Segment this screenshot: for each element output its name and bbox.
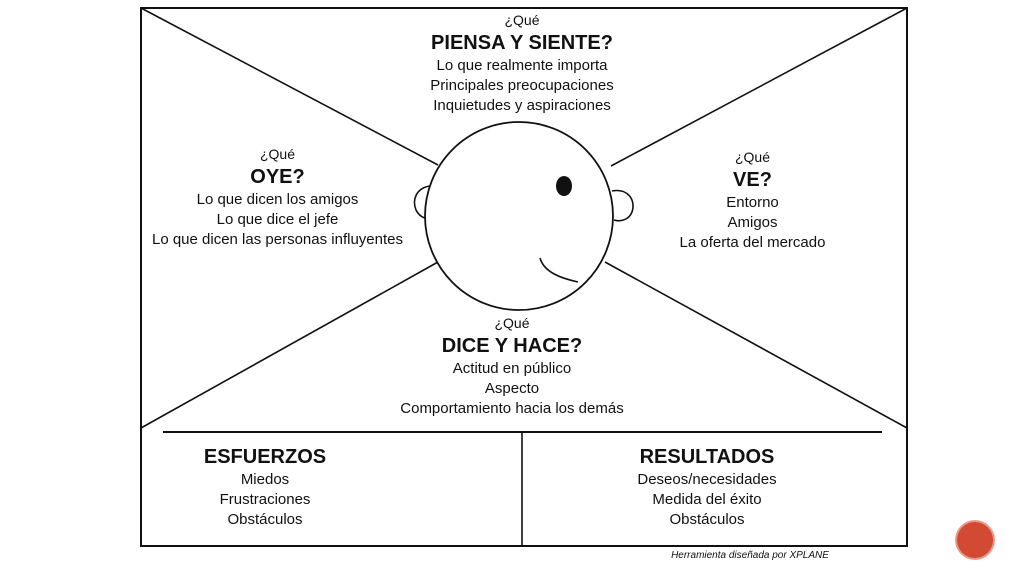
diagonal-line-top-left — [140, 7, 439, 166]
quadrant-item: La oferta del mercado — [679, 234, 826, 251]
quadrant-item: Principales preocupaciones — [430, 77, 614, 94]
quadrant-item: Amigos — [727, 214, 778, 231]
quadrant-says-does: ¿Qué DICE Y HACE? Actitud en público Asp… — [372, 313, 652, 419]
quadrant-item: Lo que realmente importa — [436, 57, 608, 74]
quadrant-item: Actitud en público — [452, 360, 572, 377]
diagonal-line-bottom-left — [140, 261, 439, 429]
quadrant-question: ¿Qué — [494, 315, 530, 331]
quadrant-item: Comportamiento hacia los demás — [400, 400, 624, 417]
head-icon — [413, 121, 634, 311]
quadrant-title: OYE? — [250, 166, 305, 188]
diagonal-line-top-right — [610, 7, 908, 167]
section-item: Medida del éxito — [652, 491, 762, 508]
quadrant-question: ¿Qué — [259, 146, 295, 162]
section-title: RESULTADOS — [639, 446, 775, 468]
quadrant-question: ¿Qué — [734, 149, 770, 165]
quadrant-title: DICE Y HACE? — [441, 335, 583, 357]
section-results: RESULTADOS Deseos/necesidades Medida del… — [612, 444, 802, 530]
quadrant-item: Lo que dice el jefe — [216, 211, 339, 228]
quadrant-sees: ¿Qué VE? Entorno Amigos La oferta del me… — [660, 147, 845, 253]
section-item: Obstáculos — [227, 511, 303, 528]
circle-button-icon[interactable] — [957, 522, 993, 558]
section-item: Obstáculos — [669, 511, 745, 528]
quadrant-thinks-feels: ¿Qué PIENSA Y SIENTE? Lo que realmente i… — [392, 10, 652, 116]
eye-icon — [556, 176, 572, 196]
diagonal-line-bottom-right — [604, 261, 908, 429]
mouth-icon — [539, 257, 579, 283]
credit-text: Herramienta diseñada por XPLANE — [671, 550, 829, 561]
quadrant-item: Aspecto — [484, 380, 540, 397]
quadrant-question: ¿Qué — [504, 12, 540, 28]
quadrant-title: VE? — [733, 169, 772, 191]
section-item: Miedos — [240, 471, 290, 488]
quadrant-item: Inquietudes y aspiraciones — [433, 97, 611, 114]
quadrant-hears: ¿Qué OYE? Lo que dicen los amigos Lo que… — [140, 144, 415, 250]
section-efforts: ESFUERZOS Miedos Frustraciones Obstáculo… — [185, 444, 345, 530]
section-item: Frustraciones — [219, 491, 311, 508]
quadrant-item: Entorno — [726, 194, 779, 211]
section-title: ESFUERZOS — [203, 446, 327, 468]
diagram-frame — [140, 7, 908, 547]
quadrant-item: Lo que dicen los amigos — [196, 191, 359, 208]
quadrant-title: PIENSA Y SIENTE? — [431, 32, 613, 54]
quadrant-item: Lo que dicen las personas influyentes — [151, 231, 403, 248]
section-item: Deseos/necesidades — [637, 471, 777, 488]
